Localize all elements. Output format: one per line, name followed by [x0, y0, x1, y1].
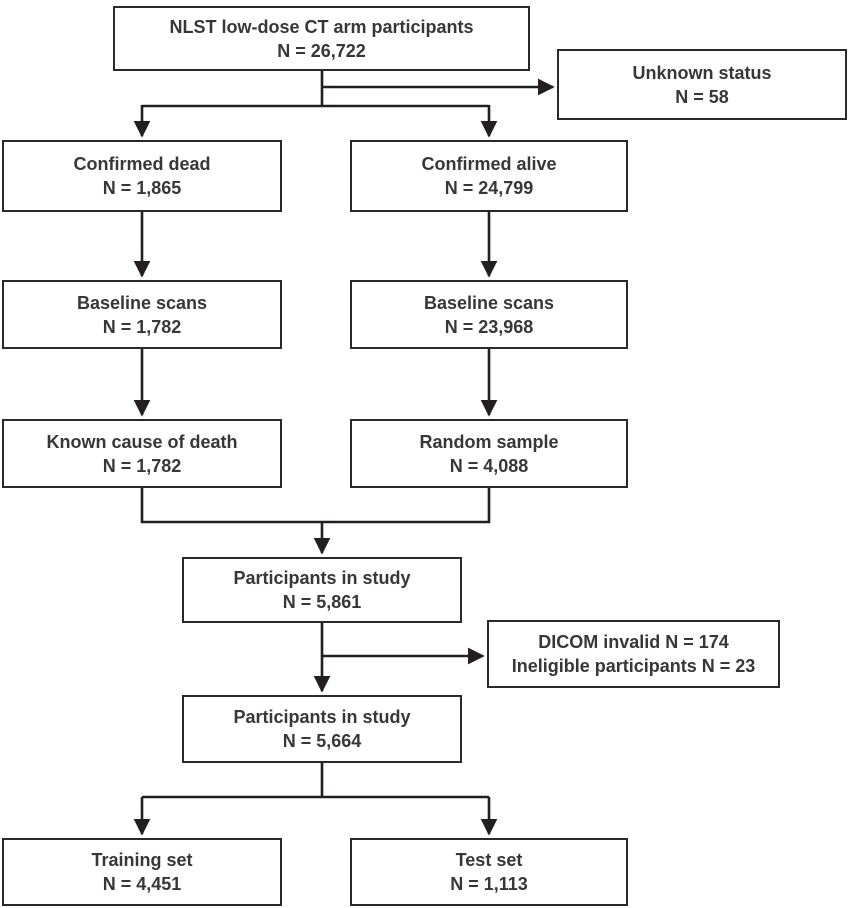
node-label: Participants in study: [233, 568, 411, 588]
node-label: Participants in study: [233, 707, 411, 727]
node-count: Ineligible participants N = 23: [511, 656, 756, 676]
node-count: N = 26,722: [277, 40, 366, 61]
node-training-set: Training set N = 4,451: [2, 838, 282, 906]
node-confirmed-alive: Confirmed alive N = 24,799: [350, 140, 628, 212]
node-label: Unknown status: [632, 62, 772, 83]
node-label: Test set: [455, 850, 523, 870]
node-label: Random sample: [419, 431, 559, 452]
node-baseline-scans-alive: Baseline scans N = 23,968: [350, 280, 628, 349]
node-count: N = 5,664: [282, 731, 362, 751]
node-label: Baseline scans: [423, 292, 555, 313]
node-label: Confirmed alive: [421, 154, 557, 174]
node-label: Known cause of death: [46, 431, 238, 452]
node-label: Confirmed dead: [73, 154, 211, 174]
node-count: N = 23,968: [444, 316, 534, 337]
node-count: N = 1,113: [450, 874, 528, 894]
node-count: N = 58: [675, 86, 729, 107]
node-count: N = 1,865: [102, 178, 182, 198]
node-count: N = 24,799: [444, 178, 534, 198]
node-baseline-scans-dead: Baseline scans N = 1,782: [2, 280, 282, 349]
node-participants-in-study-initial: Participants in study N = 5,861: [182, 557, 462, 623]
node-random-sample: Random sample N = 4,088: [350, 419, 628, 488]
node-count: N = 1,782: [102, 455, 182, 476]
node-count: N = 1,782: [102, 316, 182, 337]
node-count: N = 4,088: [449, 455, 529, 476]
node-exclusions: DICOM invalid N = 174 Ineligible partici…: [487, 620, 780, 688]
node-nlst-participants: NLST low-dose CT arm participants N = 26…: [113, 6, 530, 71]
node-label: Training set: [91, 850, 193, 870]
node-count: N = 5,861: [282, 592, 362, 612]
node-participants-in-study-final: Participants in study N = 5,664: [182, 695, 462, 763]
node-label: DICOM invalid N = 174: [538, 632, 729, 652]
node-label: NLST low-dose CT arm participants: [169, 16, 474, 37]
node-label: Baseline scans: [76, 292, 208, 313]
node-count: N = 4,451: [102, 874, 182, 894]
line-merge: [140, 488, 491, 524]
node-test-set: Test set N = 1,113: [350, 838, 628, 906]
node-unknown-status: Unknown status N = 58: [557, 49, 847, 120]
node-confirmed-dead: Confirmed dead N = 1,865: [2, 140, 282, 212]
node-known-cause-of-death: Known cause of death N = 1,782: [2, 419, 282, 488]
